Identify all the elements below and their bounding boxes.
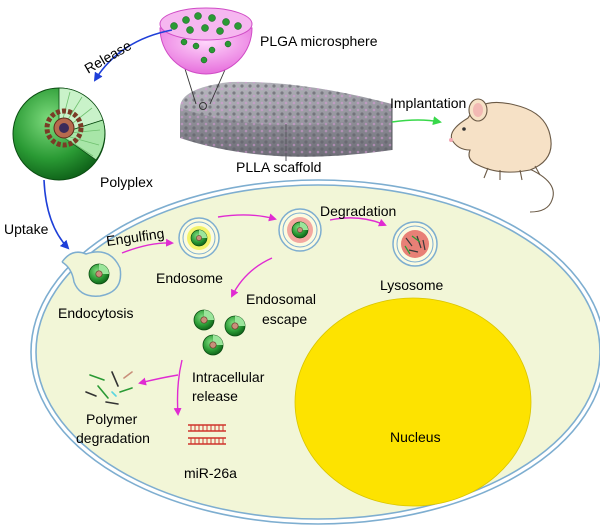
- label-polyplex: Polyplex: [100, 174, 153, 190]
- cell-outer-membrane: [30, 179, 600, 525]
- label-polymer: Polymer: [86, 411, 138, 427]
- mirna-strands: [188, 424, 226, 445]
- endocytosis-vesicle: [61, 251, 122, 297]
- release-arrow: [93, 29, 173, 82]
- polyplex-large: [12, 87, 106, 181]
- arrows: [43, 29, 442, 416]
- polymer-fragments: [85, 371, 133, 405]
- label-plga-microsphere: PLGA microsphere: [260, 33, 378, 49]
- degradation-arrow: [329, 217, 387, 227]
- label-plla-scaffold: PLLA scaffold: [236, 159, 321, 175]
- endosome-to-lysosome-arrow: [217, 213, 277, 222]
- nucleus: [294, 297, 532, 507]
- label-nucleus: Nucleus: [390, 429, 441, 445]
- label-endosomal: Endosomal: [246, 291, 316, 307]
- label-endocytosis: Endocytosis: [58, 305, 133, 321]
- endosome: [178, 217, 220, 259]
- label-release: Release: [82, 37, 135, 77]
- plga-microsphere: [159, 7, 253, 75]
- label-intracellular: Intracellular: [192, 369, 265, 385]
- label-uptake: Uptake: [4, 221, 49, 237]
- label-release-2: release: [192, 388, 238, 404]
- late-endosome: [278, 208, 322, 252]
- engulfing-arrow: [121, 238, 174, 254]
- intracellular-release-arrow: [173, 359, 183, 416]
- uptake-arrow: [43, 179, 70, 250]
- label-polymer-degradation: degradation: [76, 430, 150, 446]
- label-mirna: miR-26a: [184, 465, 237, 481]
- label-lysosome: Lysosome: [380, 277, 444, 293]
- label-escape: escape: [262, 311, 307, 327]
- endosomal-escape-arrow: [231, 257, 273, 298]
- label-degradation: Degradation: [320, 203, 396, 219]
- microsphere-spot: [199, 102, 207, 110]
- lysosome: [392, 221, 438, 267]
- polymer-degradation-arrow: [138, 374, 179, 386]
- implantation-arrow: [391, 116, 442, 126]
- plla-scaffold: [180, 81, 393, 161]
- label-endosome: Endosome: [156, 270, 223, 286]
- mouse: [449, 98, 554, 213]
- label-implantation: Implantation: [390, 95, 466, 111]
